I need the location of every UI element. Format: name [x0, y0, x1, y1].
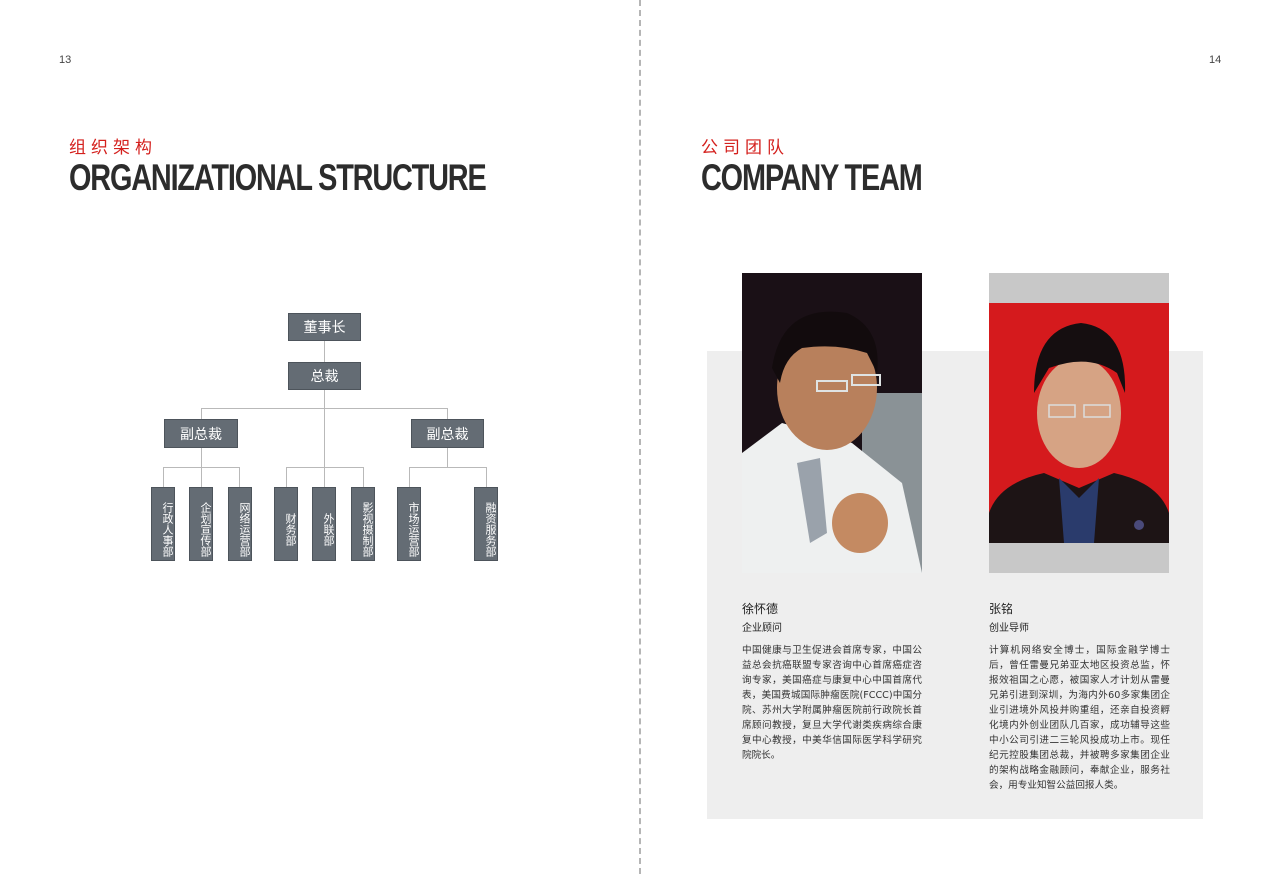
connector — [163, 467, 239, 468]
connector — [363, 467, 364, 487]
org-dept-planning-pr: 企划宣传部 — [189, 487, 213, 561]
org-dept-finance: 财务部 — [274, 487, 298, 561]
org-node-chairman: 董事长 — [288, 313, 361, 341]
dept-label: 融资服务部 — [484, 501, 497, 557]
dept-label: 财务部 — [284, 512, 297, 546]
section-title-en: ORGANIZATIONAL STRUCTURE — [69, 157, 487, 198]
connector — [286, 467, 287, 487]
org-node-vp-left: 副总裁 — [164, 419, 238, 448]
connector — [201, 408, 447, 409]
org-dept-admin-hr: 行政人事部 — [151, 487, 175, 561]
connector — [201, 408, 202, 419]
org-node-vp-right: 副总裁 — [411, 419, 484, 448]
connector — [447, 448, 448, 467]
connector — [324, 390, 325, 487]
dept-label: 外联部 — [322, 512, 335, 546]
member-name: 徐怀德 — [742, 602, 779, 616]
member-name: 张铭 — [989, 602, 1014, 616]
section-title-cn: 公司团队 — [701, 138, 789, 158]
org-dept-external-relations: 外联部 — [312, 487, 336, 561]
connector — [409, 467, 410, 487]
dept-label: 行政人事部 — [161, 501, 174, 557]
team-photo-zhang-ming — [989, 273, 1169, 573]
connector — [324, 341, 325, 362]
connector — [447, 408, 448, 419]
org-node-ceo: 总裁 — [288, 362, 361, 390]
portrait-man-red-background-icon — [989, 273, 1169, 573]
member-role: 创业导师 — [989, 623, 1029, 634]
team-member-card-1: 徐怀德 企业顾问 中国健康与卫生促进会首席专家，中国公益总会抗癌联盟专家咨询中心… — [742, 600, 922, 763]
connector — [486, 467, 487, 487]
team-member-card-2: 张铭 创业导师 计算机网络安全博士，国际金融学博士后，曾任雷曼兄弟亚太地区投资总… — [989, 600, 1170, 793]
connector — [409, 467, 486, 468]
org-dept-financing-services: 融资服务部 — [474, 487, 498, 561]
dept-label: 市场运营部 — [407, 501, 420, 557]
member-bio: 中国健康与卫生促进会首席专家，中国公益总会抗癌联盟专家咨询中心首席癌症咨询专家，… — [742, 645, 922, 761]
org-dept-marketing-ops: 市场运营部 — [397, 487, 421, 561]
member-role: 企业顾问 — [742, 623, 782, 634]
page-number-left: 13 — [59, 54, 72, 66]
connector — [163, 467, 164, 487]
connector — [286, 467, 363, 468]
page-number-right: 14 — [1209, 54, 1222, 66]
section-title-cn: 组织架构 — [69, 138, 157, 158]
org-dept-film-production: 影视摄制部 — [351, 487, 375, 561]
team-photo-xu-huaide — [742, 273, 922, 573]
member-bio: 计算机网络安全博士，国际金融学博士后，曾任雷曼兄弟亚太地区投资总监，怀报效祖国之… — [989, 645, 1170, 791]
portrait-man-white-coat-icon — [742, 273, 922, 573]
org-dept-network-ops: 网络运营部 — [228, 487, 252, 561]
page-spine-divider — [639, 0, 641, 874]
connector — [239, 467, 240, 487]
dept-label: 影视摄制部 — [361, 501, 374, 557]
dept-label: 企划宣传部 — [199, 501, 212, 557]
dept-label: 网络运营部 — [238, 501, 251, 557]
section-title-en: COMPANY TEAM — [701, 157, 923, 198]
